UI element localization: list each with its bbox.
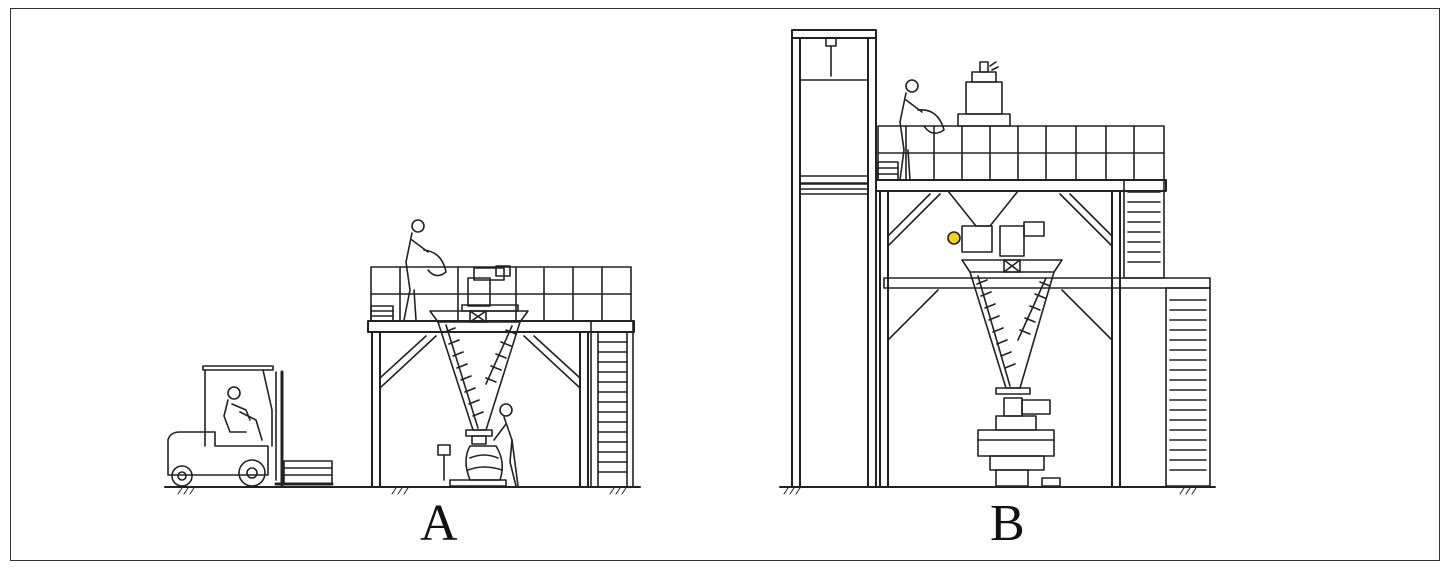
panel-a-drawing <box>164 219 641 495</box>
platform-b <box>875 125 1211 487</box>
platform-a <box>367 266 635 488</box>
feed-hopper <box>947 190 1019 227</box>
forklift <box>167 365 334 487</box>
panel-b-label: B <box>990 495 1025 552</box>
panel-b-drawing <box>779 29 1216 495</box>
panel-a-label: A <box>420 495 458 552</box>
hoist-tower <box>791 29 877 487</box>
packing-machine <box>977 415 1061 487</box>
rotary-valve <box>947 221 1045 257</box>
dust-collector <box>957 61 1011 127</box>
bagging-station-a <box>437 403 519 487</box>
ground-hatch-b <box>783 487 1197 495</box>
conical-mixer-b <box>961 259 1063 417</box>
ground-hatch-a <box>177 487 627 495</box>
worker-top-a <box>403 219 447 321</box>
conical-mixer-a <box>429 265 529 445</box>
worker-top-b <box>899 79 945 181</box>
